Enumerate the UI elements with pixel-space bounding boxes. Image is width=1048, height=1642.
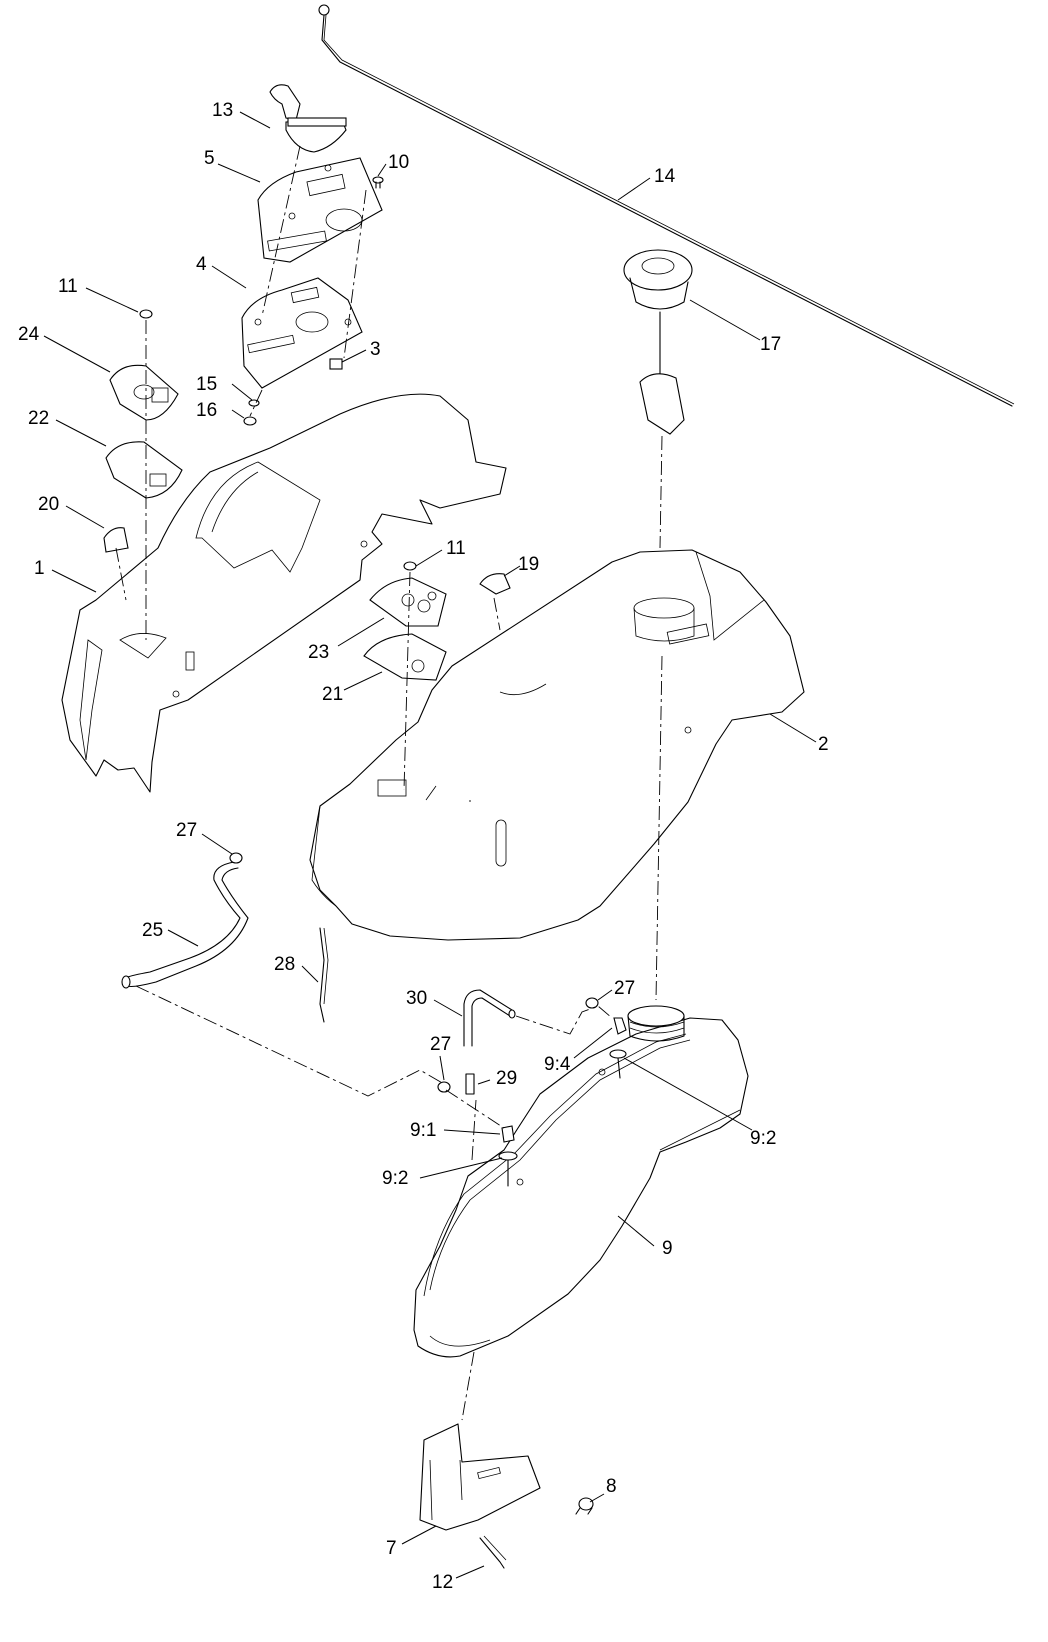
part-27-clamp-right [585,997,599,1009]
callout-30: 30 [406,988,427,1009]
part-9-fuel-tank [413,1005,749,1358]
callout-29: 29 [496,1068,517,1089]
callout-20: 20 [38,494,59,515]
callout-11-upper: 11 [58,276,78,297]
part-22-cover [105,441,183,499]
callout-2: 2 [818,734,829,755]
callout-13: 13 [212,100,233,121]
part-30-elbow-hose [463,989,516,1047]
callout-25: 25 [142,920,163,941]
part-23-plate [369,577,447,627]
part-21-plate [363,633,447,681]
part-17-fuel-cap [623,249,693,435]
part-19-cap [479,573,511,595]
part-1-housing [61,393,507,793]
part-9-2-grommet-right [609,1049,627,1079]
part-28-cable-tie [319,927,329,1023]
callout-9: 9 [662,1238,673,1259]
callout-21: 21 [322,684,343,705]
part-9-4-fitting [613,1017,627,1035]
part-5-plate [257,157,383,263]
part-16-nut [243,416,257,426]
callout-11-middle: 11 [446,538,466,559]
part-14-rod [318,4,1015,407]
part-25-hose [121,861,249,989]
callout-17: 17 [760,334,781,355]
callout-9-4: 9:4 [544,1054,571,1075]
callout-9-1: 9:1 [410,1120,436,1141]
part-4-plate [241,277,363,389]
part-13-lever [269,84,347,153]
part-9-2-grommet-left [498,1151,518,1187]
part-15-washer [248,399,260,407]
callout-14: 14 [654,166,676,187]
callout-24: 24 [18,324,40,345]
leader-lines [43,111,817,1579]
callout-3: 3 [370,339,381,360]
callout-10: 10 [388,152,409,173]
callout-12: 12 [432,1572,453,1593]
callout-7: 7 [386,1538,397,1559]
callout-4: 4 [196,254,207,275]
part-7-bracket [419,1423,541,1531]
part-9-1-fitting [501,1125,515,1143]
part-11-screw-upper [139,309,153,319]
callout-15: 15 [196,374,217,395]
callout-27-middle: 27 [430,1034,451,1055]
callout-1: 1 [34,558,45,579]
part-10-screw [372,176,384,189]
part-12-strap [479,1535,507,1569]
part-27-clamp-upper [229,852,243,864]
callout-16: 16 [196,400,217,421]
callout-5: 5 [204,148,215,169]
alignment-lines [115,145,663,1421]
part-3-clip [329,358,343,370]
callout-8: 8 [606,1476,617,1497]
part-24-cover [109,364,179,421]
callout-9-2-right: 9:2 [750,1128,776,1149]
callout-27-upper: 27 [176,820,197,841]
callout-19: 19 [518,554,539,575]
part-20-cap [103,527,129,553]
part-29-fitting [465,1073,475,1095]
callout-23: 23 [308,642,329,663]
callout-labels: 13 5 10 14 4 11 24 3 17 15 16 22 20 11 1… [18,100,829,1593]
callout-22: 22 [28,408,49,429]
part-11-screw-middle [403,561,417,571]
part-8-bolt [575,1497,594,1515]
part-27-clamp-middle [437,1081,451,1093]
callout-28: 28 [274,954,295,975]
part-2-fender-body [309,549,805,941]
callout-27-right: 27 [614,978,635,999]
callout-9-2-left: 9:2 [382,1168,408,1189]
